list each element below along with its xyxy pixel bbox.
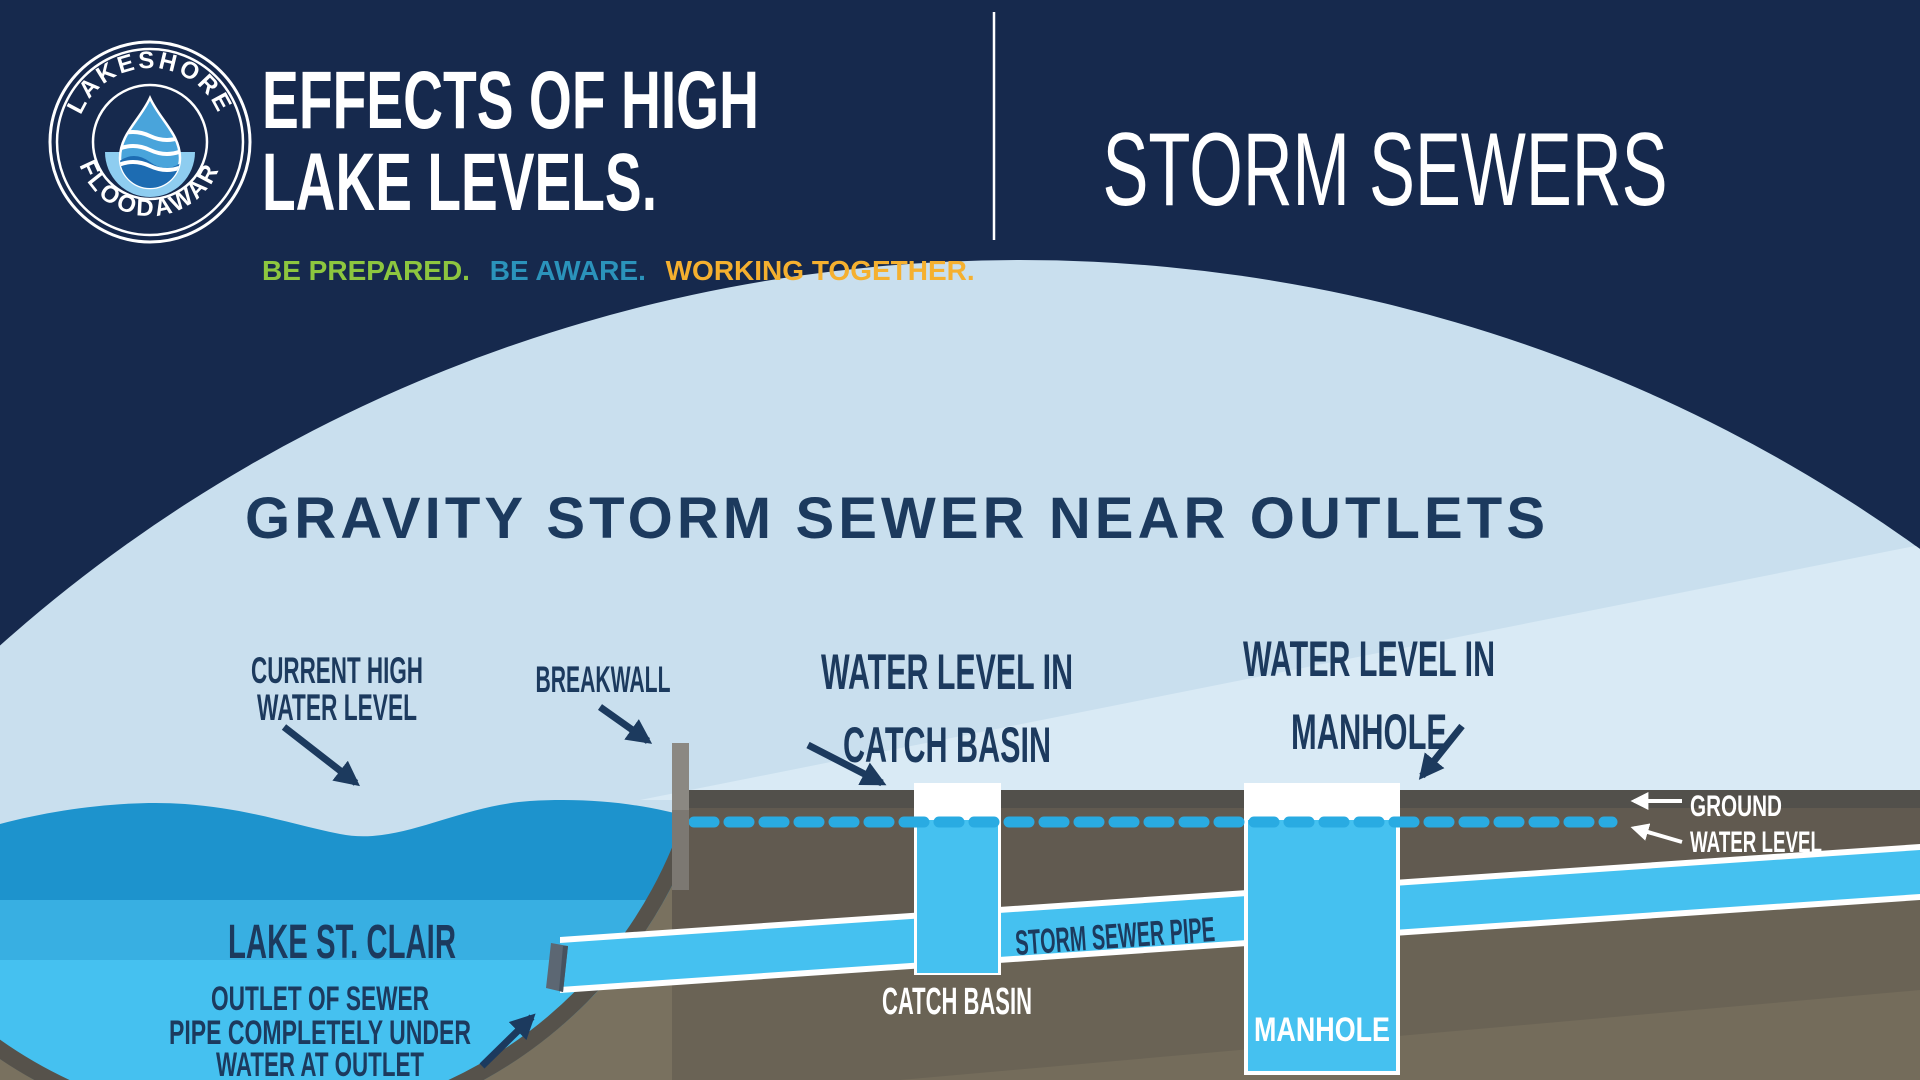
water-level-arrow [1630,823,1683,844]
catch-basin-label: CATCH BASIN [882,981,1032,1023]
wl-catch-arrow [806,741,887,787]
diagram-title: GRAVITY STORM SEWER NEAR OUTLETS [245,486,1545,551]
tagline: BE PREPARED. BE AWARE. WORKING TOGETHER. [262,255,975,286]
ground-label: GROUND [1630,790,1782,823]
manhole-water [1248,820,1396,1071]
breakwall-text: BREAKWALL [536,659,671,700]
water-level-text: WATER LEVEL [1690,826,1822,859]
current-high-line2: WATER LEVEL [257,687,417,728]
logo-inner-ring [91,83,209,201]
wl-manhole-line1: WATER LEVEL IN [1243,631,1495,687]
breakwall-submerged [672,810,689,890]
breakwall-label: BREAKWALL [536,659,671,744]
wl-catch-line1: WATER LEVEL IN [821,644,1073,700]
outlet-label: OUTLET OF SEWER PIPE COMPLETELY UNDER WA… [169,980,536,1080]
tagline-be-aware: BE AWARE. [490,255,646,286]
lake-name-label: LAKE ST. CLAIR [228,916,456,969]
sky-light-beam [640,545,1920,800]
logo-second-ring [55,47,245,237]
main-title-line1: EFFECTS OF HIGH [262,55,759,146]
breakwall [672,743,689,813]
breakwall-arrow [597,704,653,744]
outlet-arrow [479,1013,536,1069]
tagline-working-together: WORKING TOGETHER. [666,255,975,286]
wl-manhole-arrow [1418,723,1465,780]
drop-dark-wave [120,156,180,188]
tagline-be-prepared: BE PREPARED. [262,255,470,286]
water-level-manhole-label: WATER LEVEL IN MANHOLE [1243,631,1495,780]
soil-stratum-2 [900,990,1920,1080]
logo-outer-ring [48,40,252,244]
outlet-line3: WATER AT OUTLET [216,1046,424,1080]
wl-catch-line2: CATCH BASIN [843,717,1051,773]
ground-text: GROUND [1690,790,1782,823]
section-title: STORM SEWERS [1103,112,1668,228]
catch-basin-water [917,820,998,973]
water-level-label: WATER LEVEL [1630,823,1822,859]
drop-wave-line-3 [120,160,180,172]
current-high-water-label: CURRENT HIGH WATER LEVEL [251,650,423,787]
drop-wave-line-2 [120,144,180,156]
lake-water [0,800,700,1080]
water-level-catch-basin-label: WATER LEVEL IN CATCH BASIN [806,644,1073,787]
main-title-line2: LAKE LEVELS. [262,137,657,228]
outlet-line1: OUTLET OF SEWER [211,980,429,1018]
outlet-line2: PIPE COMPLETELY UNDER [169,1014,471,1052]
manhole-label: MANHOLE [1254,1011,1390,1049]
pipe-outlet-cap-edge [559,946,568,992]
lake-wave-dark [0,800,694,900]
current-high-arrow [281,724,360,787]
current-high-line1: CURRENT HIGH [251,650,423,691]
storm-sewer-pipe [560,850,1920,987]
wl-manhole-line2: MANHOLE [1291,704,1447,760]
